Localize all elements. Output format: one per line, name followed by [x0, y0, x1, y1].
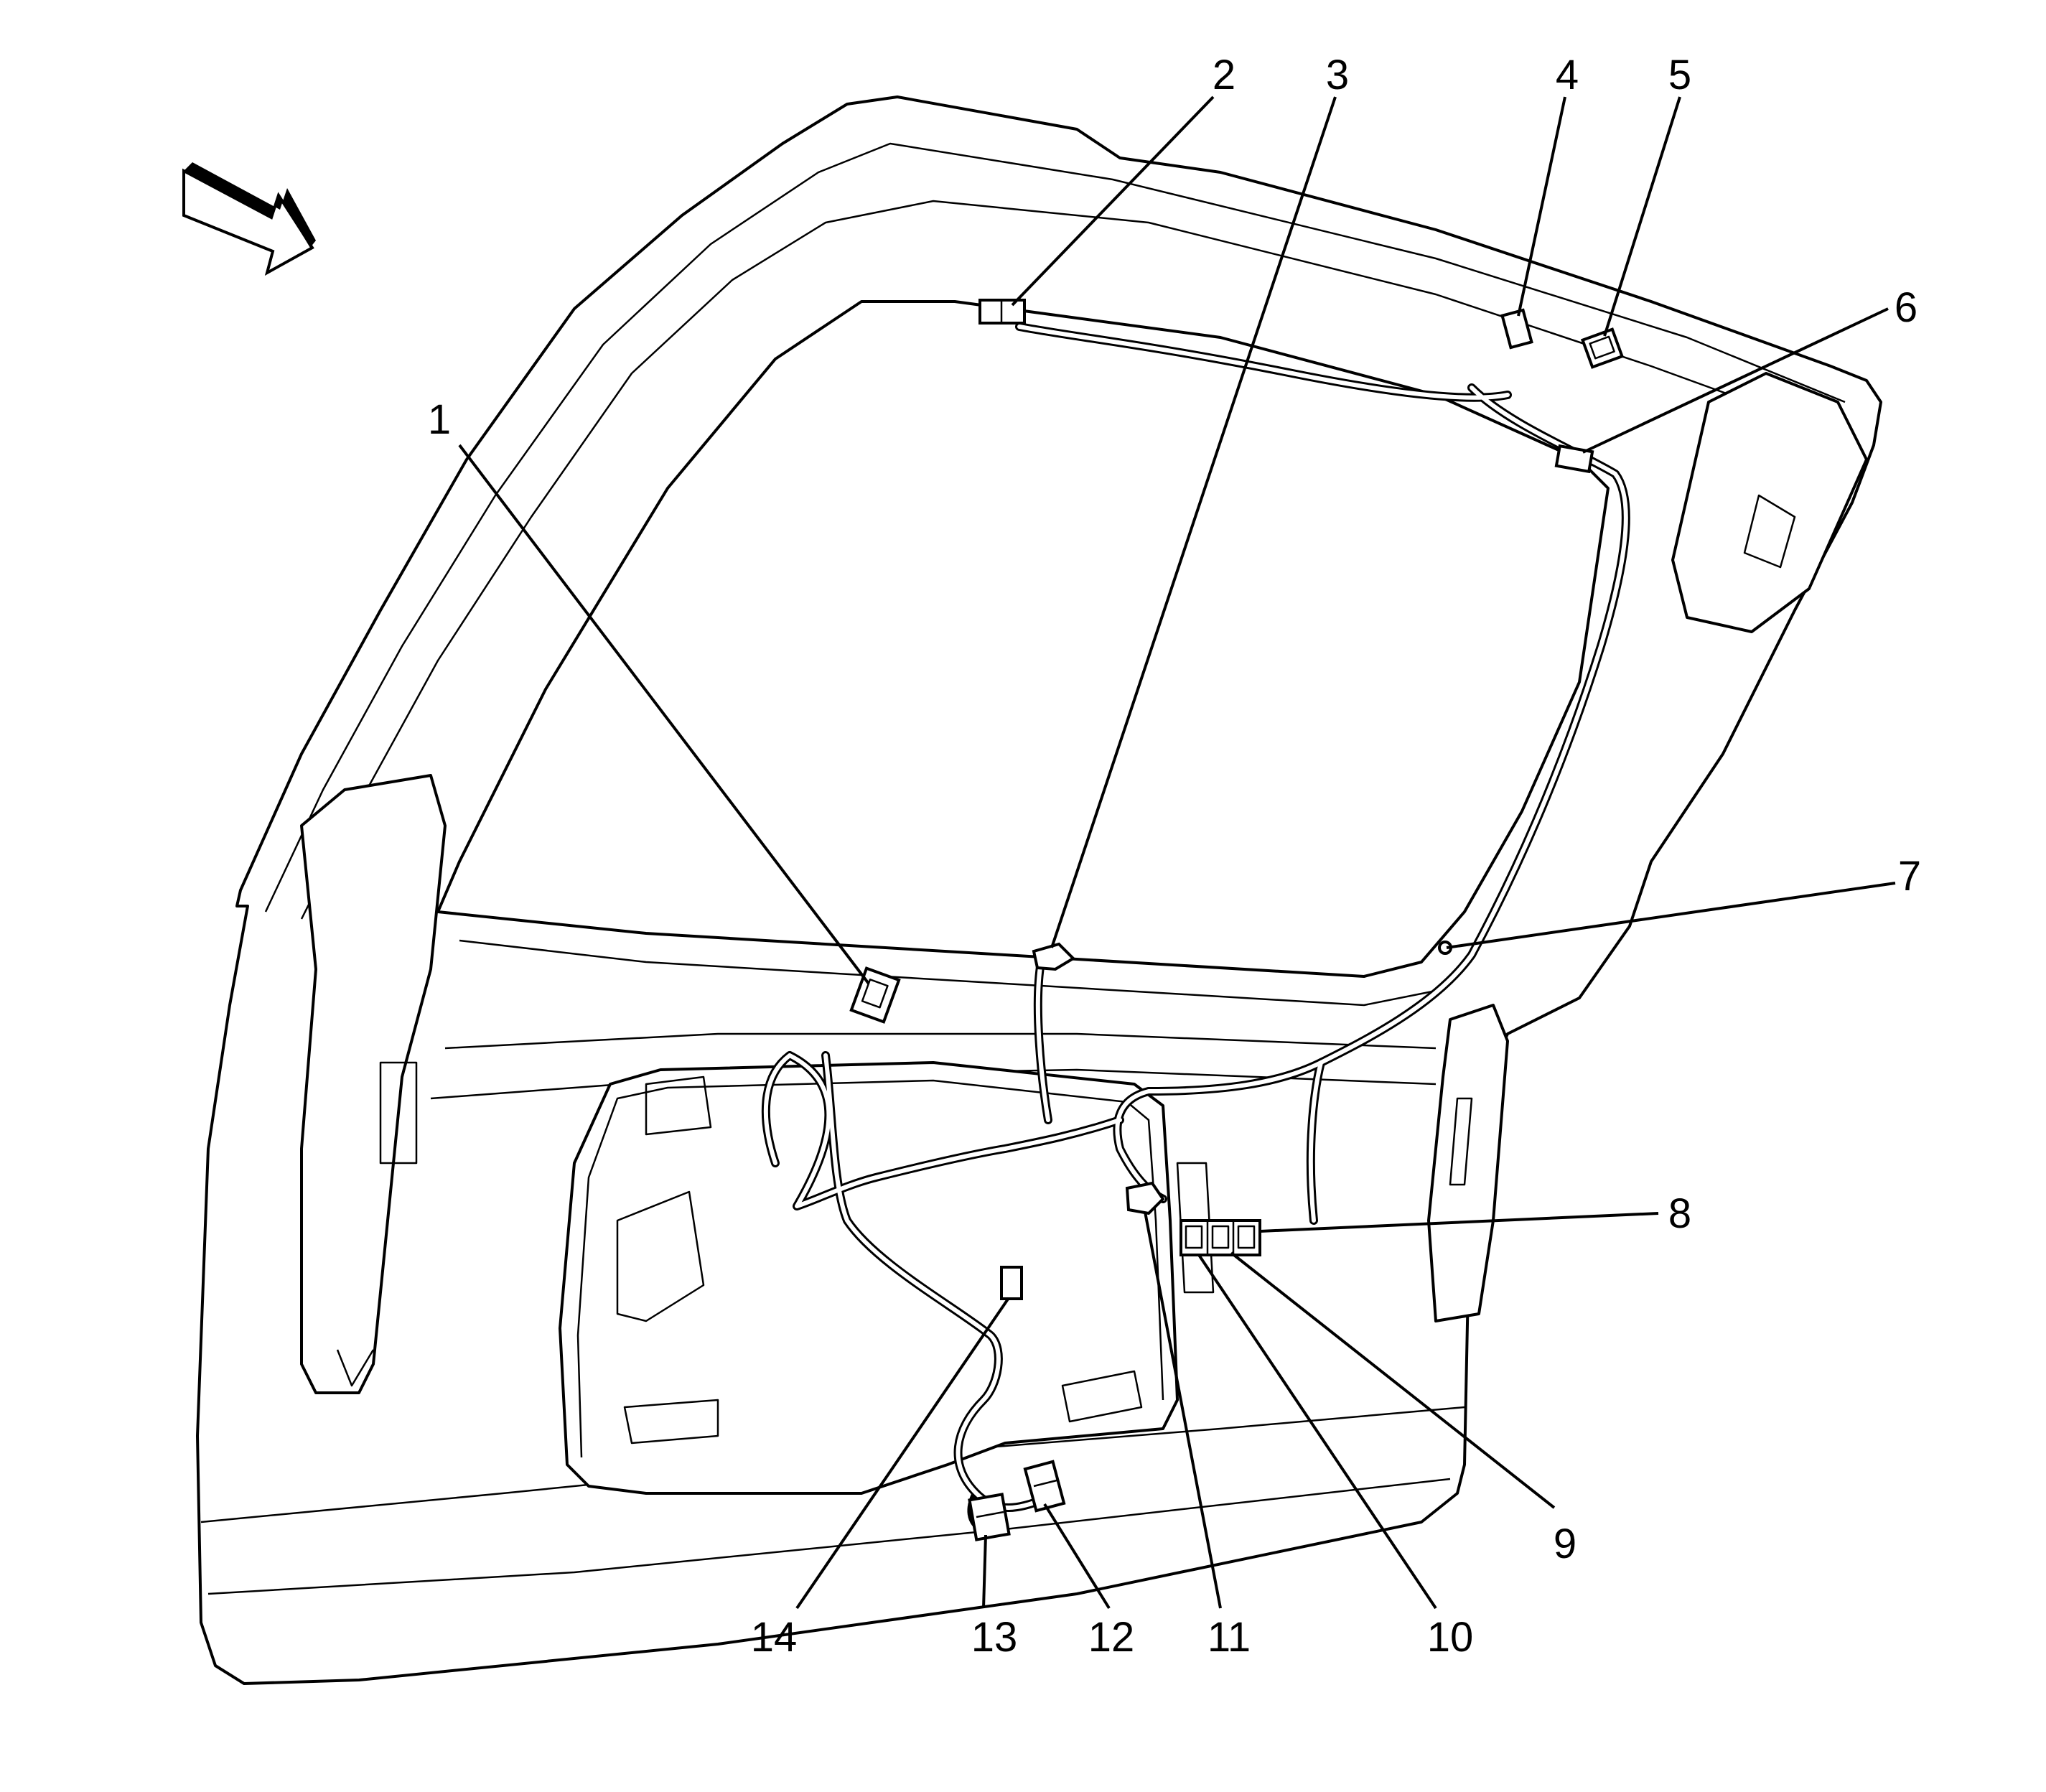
leader-5 — [1603, 96, 1681, 337]
leader-lines — [458, 95, 1896, 1610]
leader-7 — [1446, 882, 1896, 949]
connector-4 — [1500, 308, 1533, 350]
callout-14: 14 — [751, 1614, 798, 1661]
leader-13 — [982, 1534, 987, 1609]
connector-5 — [1580, 327, 1625, 369]
leader-4 — [1517, 96, 1566, 317]
callout-1: 1 — [428, 396, 451, 443]
callout-13: 13 — [971, 1614, 1018, 1661]
leader-2 — [1011, 95, 1215, 307]
connector-11 — [1125, 1181, 1165, 1215]
wiring-harness — [761, 322, 1630, 1534]
lower-trim-panel — [559, 1061, 1215, 1495]
leader-6 — [1582, 307, 1889, 454]
callout-8: 8 — [1668, 1190, 1691, 1237]
connector-13 — [968, 1493, 1011, 1541]
connector-2 — [978, 299, 1026, 325]
leader-8 — [1259, 1212, 1659, 1233]
callout-10: 10 — [1427, 1614, 1474, 1661]
leader-11 — [1144, 1211, 1222, 1609]
callout-12: 12 — [1088, 1614, 1135, 1661]
callout-labels: 1 2 3 4 5 6 7 8 9 10 11 12 13 14 — [428, 52, 1921, 1661]
leader-12 — [1043, 1503, 1111, 1610]
leader-1 — [458, 444, 870, 985]
callout-3: 3 — [1326, 52, 1349, 98]
connector-14 — [1000, 1266, 1023, 1300]
leader-3 — [1050, 96, 1337, 948]
callout-4: 4 — [1556, 52, 1579, 98]
connector-3 — [1032, 942, 1076, 971]
connector-1 — [849, 966, 901, 1024]
callout-2: 2 — [1213, 52, 1235, 98]
callout-11: 11 — [1207, 1614, 1251, 1661]
callout-7: 7 — [1898, 853, 1921, 900]
connector-block-8 — [1180, 1219, 1261, 1256]
callout-5: 5 — [1668, 52, 1691, 98]
callout-6: 6 — [1895, 284, 1917, 331]
connector-12 — [1023, 1460, 1066, 1513]
callout-9: 9 — [1554, 1521, 1576, 1567]
view-direction-arrow-icon — [182, 162, 316, 276]
leader-9 — [1230, 1251, 1556, 1509]
leader-14 — [795, 1297, 1010, 1610]
leader-10 — [1197, 1254, 1437, 1610]
